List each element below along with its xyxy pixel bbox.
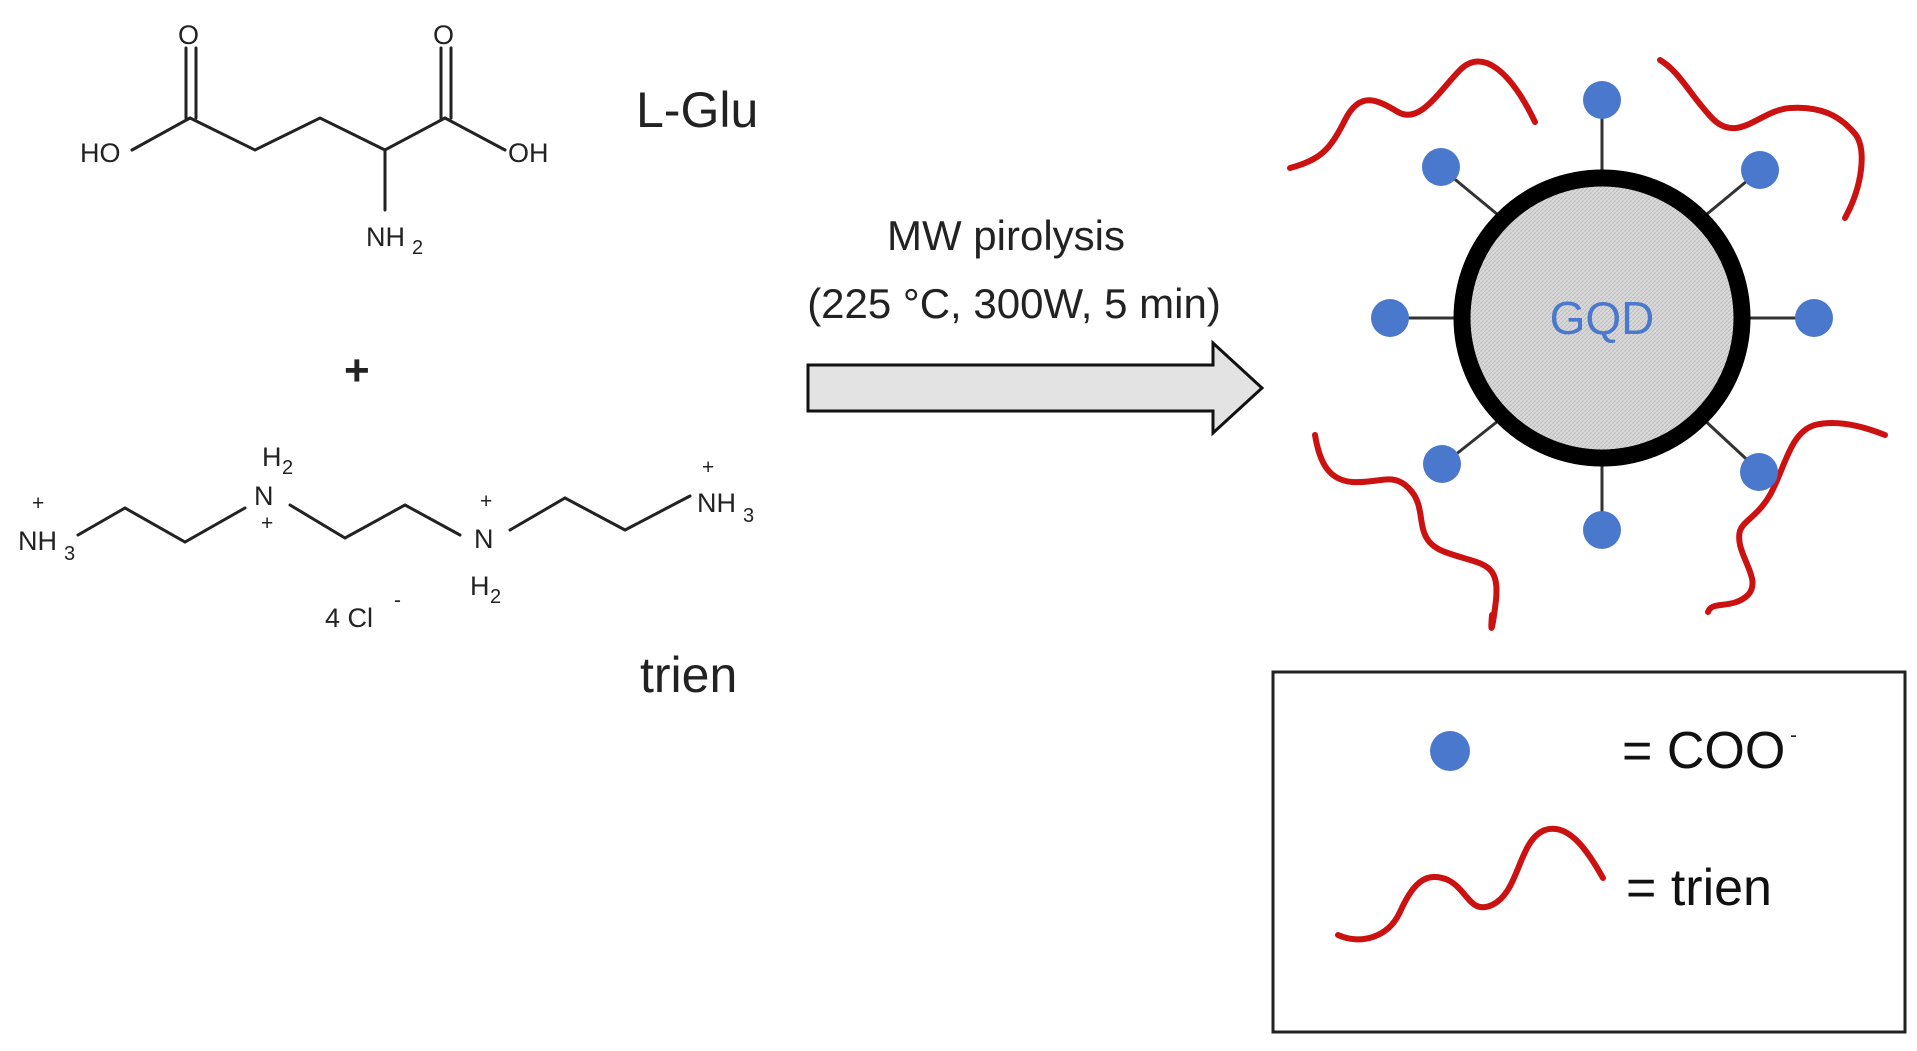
trien-n-middle-2: N <box>474 524 494 554</box>
glutamic-acid-structure: O O HO OH NH 2 <box>80 20 549 259</box>
trien-chain-bottom-left <box>1312 432 1500 631</box>
carboxylate-dot <box>1795 299 1833 337</box>
carboxylate-dot <box>1423 445 1461 483</box>
trien-name-label: trien <box>640 647 737 703</box>
trien-n-middle-1: N <box>254 481 274 511</box>
trien-nh3-left-charge: + <box>32 492 44 515</box>
gqd-core <box>1453 169 1751 467</box>
carboxylate-dot <box>1371 299 1409 337</box>
trien-nh3-right-subscript: 3 <box>743 505 754 527</box>
carboxylate-dot <box>1422 148 1460 186</box>
gqd-product: GQD <box>1287 57 1888 631</box>
glu-name-label: L-Glu <box>636 82 758 138</box>
carboxylate-dot <box>1741 151 1779 189</box>
trien-nh3-left: NH <box>18 526 57 556</box>
trien-nh3-right-charge: + <box>702 456 714 479</box>
trien-counterion: 4 Cl <box>325 603 373 633</box>
trien-n-middle-2-charge: + <box>480 490 492 513</box>
gqd-label: GQD <box>1550 292 1655 344</box>
trien-structure: + NH 3 H 2 N + + N H 2 + NH 3 4 Cl - <box>18 442 754 633</box>
plus-sign: + <box>344 346 370 395</box>
legend-trien-label: = trien <box>1626 859 1772 917</box>
trien-chain-top-right <box>1657 57 1865 221</box>
glu-amine: NH <box>366 222 405 252</box>
trien-nh3-right: NH <box>697 488 736 518</box>
trien-chain-top-left <box>1287 58 1538 171</box>
legend-trien-chain <box>1335 825 1606 943</box>
trien-h2-bottom-subscript: 2 <box>490 586 501 608</box>
glu-oxygen-left: O <box>178 20 199 50</box>
glu-hydroxyl-right: OH <box>508 138 549 168</box>
reaction-arrow <box>806 339 1265 437</box>
glu-oxygen-right: O <box>433 20 454 50</box>
carboxylate-dot <box>1583 511 1621 549</box>
trien-chain-bottom-right <box>1705 420 1888 615</box>
glu-hydroxyl-left: HO <box>80 138 121 168</box>
carboxylate-dot <box>1740 453 1778 491</box>
trien-h2-top: H <box>262 442 282 472</box>
trien-h2-top-subscript: 2 <box>282 457 293 479</box>
trien-counterion-charge: - <box>394 589 401 612</box>
legend: = COO - = trien <box>1271 670 1907 1034</box>
legend-carboxylate-charge: - <box>1790 724 1797 747</box>
reaction-condition-line-2: (225 °C, 300W, 5 min) <box>807 280 1221 327</box>
trien-n-middle-1-charge: + <box>261 512 273 535</box>
trien-nh3-left-subscript: 3 <box>64 543 75 565</box>
glu-amine-subscript: 2 <box>412 237 423 259</box>
legend-carboxylate-label: = COO <box>1622 722 1785 780</box>
reaction-condition-line-1: MW pirolysis <box>887 212 1125 259</box>
carboxylate-dot <box>1583 81 1621 119</box>
trien-h2-bottom: H <box>470 571 490 601</box>
legend-carboxylate-dot <box>1430 731 1470 771</box>
